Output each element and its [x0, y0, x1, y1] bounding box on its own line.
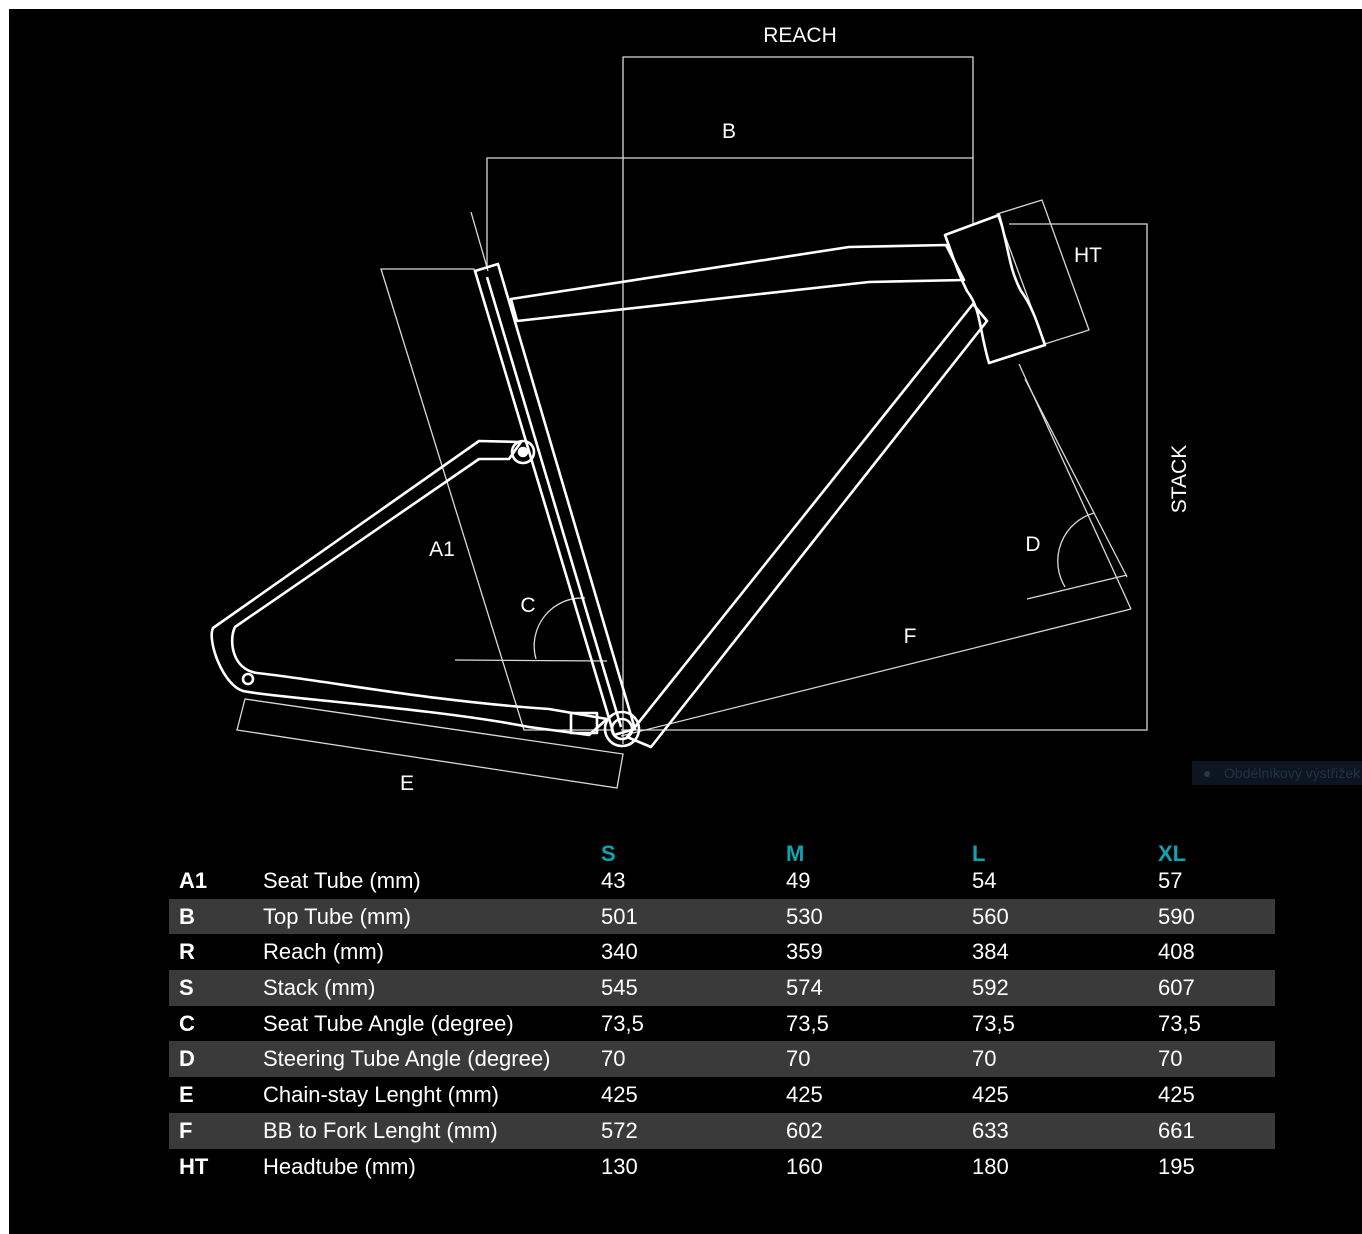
- row-label: Reach (mm): [263, 939, 385, 965]
- cell-xl: 57: [1158, 868, 1183, 893]
- cell-m: 602: [786, 1117, 823, 1143]
- cell-s: 572: [601, 1117, 638, 1143]
- head-tube: [943, 213, 1047, 365]
- cell-l: 425: [972, 1082, 1009, 1108]
- cell-s: 70: [601, 1046, 626, 1072]
- bottom-bracket: [603, 710, 641, 748]
- geometry-panel: REACH B HT STACK A1 C D F E Obdélníkový …: [9, 9, 1362, 1234]
- row-label: Seat Tube Angle (degree): [263, 1010, 514, 1036]
- down-tube: [625, 302, 989, 749]
- cell-xl: 661: [1158, 1117, 1195, 1143]
- label-b: B: [722, 120, 736, 143]
- cell-xl: 590: [1158, 903, 1195, 929]
- row-label: Chain-stay Lenght (mm): [263, 1082, 499, 1108]
- dimension-lines: [236, 56, 1148, 789]
- table-header-row: S M L XL: [169, 831, 1275, 866]
- row-code: E: [179, 1082, 194, 1108]
- cell-m: 359: [786, 939, 823, 965]
- label-ht: HT: [1074, 244, 1102, 267]
- cell-l: 560: [972, 903, 1009, 929]
- top-tube: [509, 243, 966, 323]
- size-header-xl: XL: [1158, 841, 1187, 866]
- row-code: B: [179, 903, 195, 929]
- label-f: F: [904, 625, 917, 648]
- cell-xl: 70: [1158, 1046, 1183, 1072]
- row-code: S: [179, 975, 194, 1001]
- table-row: B Top Tube (mm) 501 530 560 590: [169, 898, 1275, 935]
- table-row: A1 Seat Tube (mm) 43 49 54 57: [169, 863, 1275, 899]
- label-e: E: [400, 772, 414, 795]
- cell-s: 73,5: [601, 1010, 644, 1036]
- cell-m: 425: [786, 1082, 823, 1108]
- cell-xl: 607: [1158, 975, 1195, 1001]
- tooltip-text: Obdélníkový výstřižek: [1224, 765, 1361, 781]
- row-label: Top Tube (mm): [263, 903, 411, 929]
- cell-s: 340: [601, 939, 638, 965]
- cell-s: 43: [601, 868, 626, 893]
- cell-l: 54: [972, 868, 997, 893]
- tooltip-dot-icon: [1204, 771, 1210, 778]
- row-code: A1: [179, 868, 208, 893]
- table-row: S Stack (mm) 545 574 592 607: [169, 970, 1275, 1006]
- cell-l: 633: [972, 1117, 1009, 1143]
- size-header-s: S: [601, 841, 616, 866]
- table-row: C Seat Tube Angle (degree) 73,5 73,5 73,5 73,…: [169, 1006, 1275, 1042]
- row-label: Steering Tube Angle (degree): [263, 1046, 551, 1072]
- cell-l: 180: [972, 1153, 1009, 1179]
- cell-m: 70: [786, 1046, 811, 1072]
- row-code: R: [179, 939, 195, 965]
- cell-m: 160: [786, 1153, 823, 1179]
- cell-xl: 408: [1158, 939, 1195, 965]
- row-code: F: [179, 1117, 193, 1143]
- cell-l: 592: [972, 975, 1009, 1001]
- table-row: E Chain-stay Lenght (mm) 425 425 425 425: [169, 1077, 1275, 1113]
- cell-s: 501: [601, 903, 638, 929]
- table-row: D Steering Tube Angle (degree) 70 70 70 70: [169, 1041, 1275, 1078]
- cell-l: 73,5: [972, 1010, 1015, 1036]
- row-code: HT: [179, 1153, 209, 1179]
- frame-geometry-diagram: REACH B HT STACK A1 C D F E: [210, 24, 1191, 795]
- row-code: C: [179, 1010, 195, 1036]
- label-d: D: [1025, 533, 1040, 556]
- size-header-l: L: [972, 841, 986, 866]
- table-row: R Reach (mm) 340 359 384 408: [169, 934, 1275, 970]
- label-stack: STACK: [1168, 445, 1191, 513]
- table-row: F BB to Fork Lenght (mm) 572 602 633 661: [169, 1112, 1275, 1149]
- row-label: Stack (mm): [263, 975, 376, 1001]
- row-label: Headtube (mm): [263, 1153, 416, 1179]
- row-label: BB to Fork Lenght (mm): [263, 1117, 498, 1143]
- cell-m: 49: [786, 868, 811, 893]
- cell-s: 425: [601, 1082, 638, 1108]
- cell-l: 70: [972, 1046, 997, 1072]
- cell-m: 530: [786, 903, 823, 929]
- cell-l: 384: [972, 939, 1009, 965]
- cell-xl: 425: [1158, 1082, 1195, 1108]
- cell-s: 130: [601, 1153, 638, 1179]
- label-reach: REACH: [763, 24, 837, 47]
- cell-xl: 195: [1158, 1153, 1195, 1179]
- table-row: HT Headtube (mm) 130 160 180 195: [169, 1149, 1275, 1185]
- cell-xl: 73,5: [1158, 1010, 1201, 1036]
- cell-m: 574: [786, 975, 823, 1001]
- label-a1: A1: [429, 538, 455, 561]
- dimension-labels: REACH B HT STACK A1 C D F E: [400, 24, 1191, 795]
- size-header-m: M: [786, 841, 805, 866]
- seat-tube: [473, 262, 637, 737]
- row-code: D: [179, 1046, 195, 1072]
- row-label: Seat Tube (mm): [263, 868, 421, 893]
- label-c: C: [520, 594, 535, 617]
- cell-m: 73,5: [786, 1010, 829, 1036]
- bike-frame: [210, 213, 1047, 749]
- cell-s: 545: [601, 975, 638, 1001]
- snip-tooltip: Obdélníkový výstřižek: [1192, 761, 1362, 785]
